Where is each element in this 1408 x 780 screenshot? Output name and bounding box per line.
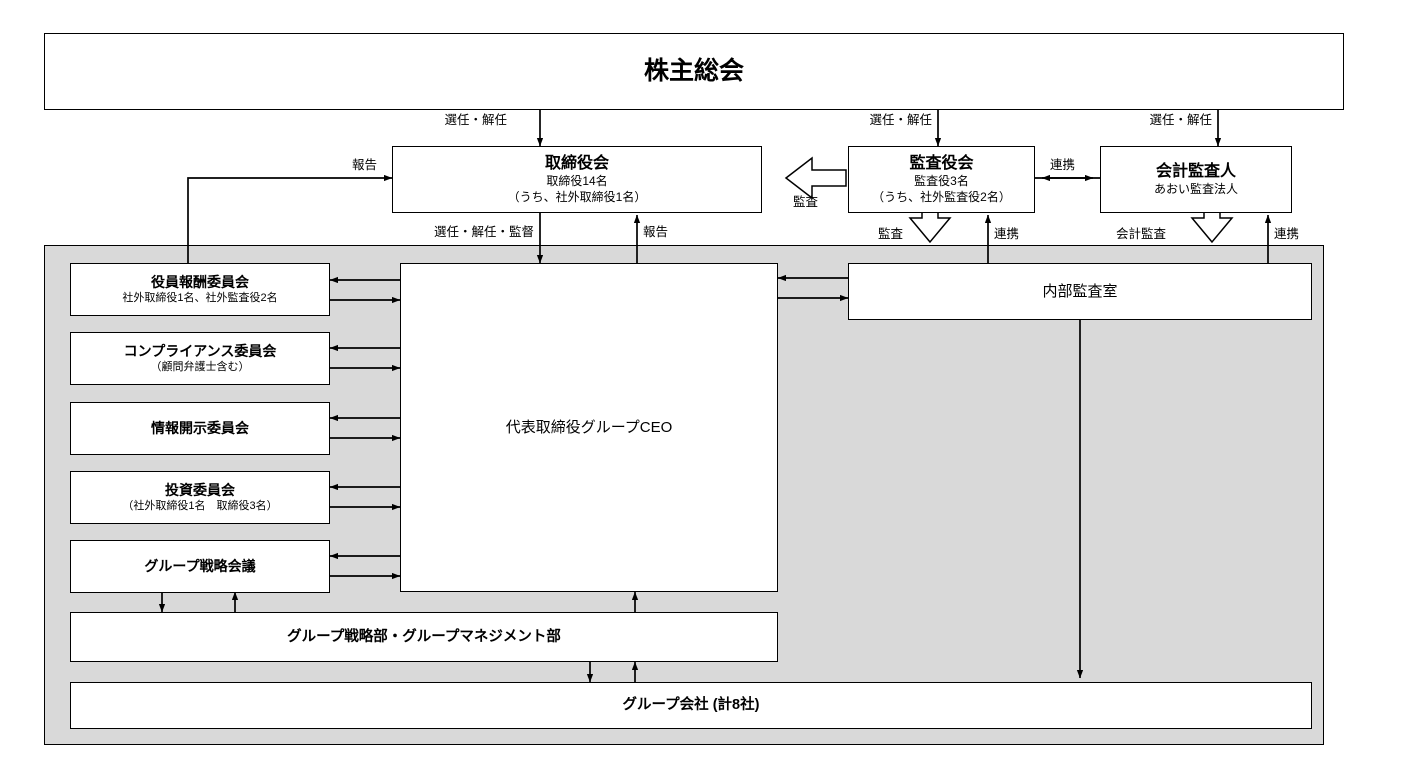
internal-audit-box: 内部監査室 <box>848 263 1312 320</box>
edge-label-report-left: 報告 <box>352 158 378 172</box>
shareholders-meeting-box: 株主総会 <box>44 33 1344 110</box>
accounting-auditor-box: 会計監査人 あおい監査法人 <box>1100 146 1292 213</box>
committee-box-investment: 投資委員会 （社外取締役1名 取締役3名） <box>70 471 330 524</box>
committee-label: グループ戦略会議 <box>144 557 256 574</box>
edge-label-audit-block: 監査 <box>793 195 819 209</box>
board-of-auditors-box: 監査役会 監査役3名 （うち、社外監査役2名） <box>848 146 1035 213</box>
board-of-directors-box: 取締役会 取締役14名 （うち、社外取締役1名） <box>392 146 762 213</box>
committee-box-remuneration: 役員報酬委員会 社外取締役1名、社外監査役2名 <box>70 263 330 316</box>
edge-label-cooperation-left: 連携 <box>994 227 1020 241</box>
internal-audit-label: 内部監査室 <box>1042 282 1118 300</box>
group-companies-label: グループ会社 (計8社) <box>622 697 760 714</box>
board-of-directors-label: 取締役会 <box>544 154 609 172</box>
board-of-auditors-label: 監査役会 <box>909 154 974 172</box>
ceo-label: 代表取締役グループCEO <box>505 418 673 436</box>
committee-box-compliance: コンプライアンス委員会 （顧問弁護士含む） <box>70 332 330 385</box>
audit-block-arrow-left <box>784 156 847 200</box>
committee-label: コンプライアンス委員会 <box>123 342 277 359</box>
ceo-box: 代表取締役グループCEO <box>400 263 778 592</box>
edge-label-report-ceo: 報告 <box>643 225 669 239</box>
board-of-auditors-outside: （うち、社外監査役2名） <box>872 189 1011 204</box>
board-of-directors-outside: （うち、社外取締役1名） <box>507 189 647 204</box>
edge-label-appoint-board: 選任・解任 <box>444 113 507 127</box>
committee-box-group-strategy-meeting: グループ戦略会議 <box>70 540 330 593</box>
shareholders-meeting-label: 株主総会 <box>643 56 744 85</box>
board-of-auditors-count: 監査役3名 <box>914 173 969 188</box>
committee-label: 情報開示委員会 <box>151 419 249 436</box>
committee-sub: （社外取締役1名 取締役3名） <box>122 500 278 513</box>
board-of-directors-count: 取締役14名 <box>546 173 608 188</box>
committee-sub: 社外取締役1名、社外監査役2名 <box>122 292 278 305</box>
committee-box-disclosure: 情報開示委員会 <box>70 402 330 455</box>
committee-sub: （顧問弁護士含む） <box>150 361 250 374</box>
committee-label: 役員報酬委員会 <box>151 273 249 290</box>
edge-label-audit-down: 監査 <box>878 227 904 241</box>
edge-label-cooperation-right: 連携 <box>1274 227 1300 241</box>
group-companies-box: グループ会社 (計8社) <box>70 682 1312 729</box>
audit-block-arrow-down-2 <box>1190 211 1234 244</box>
edge-label-appoint-accounting: 選任・解任 <box>1149 113 1212 127</box>
committee-label: 投資委員会 <box>165 481 235 498</box>
edge-label-accounting-audit-down: 会計監査 <box>1116 227 1167 241</box>
audit-block-arrow-down-1 <box>908 211 952 244</box>
strategy-department-label: グループ戦略部・グループマネジメント部 <box>287 628 561 645</box>
accounting-auditor-firm: あおい監査法人 <box>1153 181 1238 196</box>
edge-label-appoint-supervise: 選任・解任・監督 <box>433 225 534 239</box>
accounting-auditor-label: 会計監査人 <box>1155 162 1236 180</box>
strategy-department-box: グループ戦略部・グループマネジメント部 <box>70 612 778 662</box>
edge-label-cooperation-mid: 連携 <box>1050 158 1076 172</box>
edge-label-appoint-auditors: 選任・解任 <box>869 113 932 127</box>
